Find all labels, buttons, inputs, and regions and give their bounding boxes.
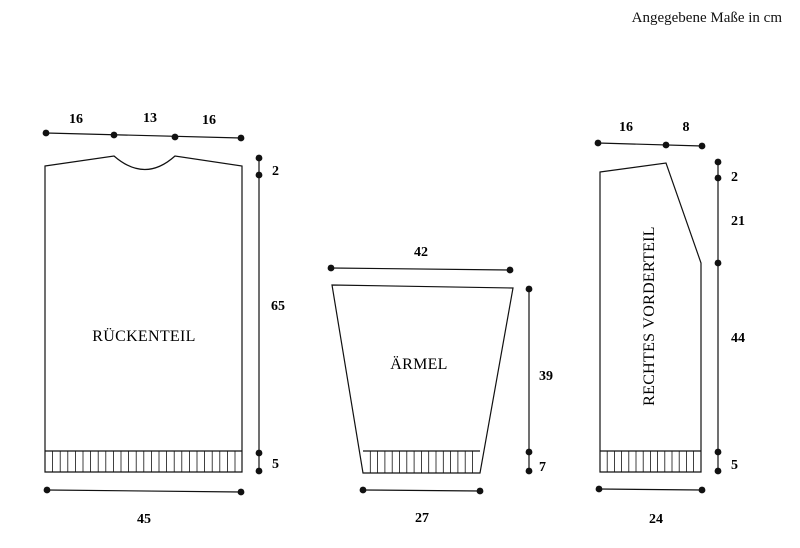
front-ribbing xyxy=(606,451,694,472)
front-top-dim-line xyxy=(597,142,703,147)
sleeve-top-width: 42 xyxy=(414,245,428,260)
front-piece-outline xyxy=(599,162,702,473)
back-ribbing xyxy=(52,451,236,472)
sleeve-label: ÄRMEL xyxy=(390,355,448,373)
front-width-dim-line xyxy=(598,488,703,491)
sleeve-rib-height: 7 xyxy=(539,460,546,475)
front-width: 24 xyxy=(649,512,663,527)
sleeve-outline xyxy=(331,284,514,474)
front-neck-height: 21 xyxy=(731,214,745,229)
sleeve-body-height: 39 xyxy=(539,369,553,384)
front-rib-height: 5 xyxy=(731,458,738,473)
back-body-height: 65 xyxy=(271,299,285,314)
front-top-seg-2: 8 xyxy=(683,120,690,135)
back-piece-label: RÜCKENTEIL xyxy=(92,327,195,345)
back-shoulder-height: 2 xyxy=(272,164,279,179)
front-shoulder-height: 2 xyxy=(731,170,738,185)
dimension-dots xyxy=(42,129,722,496)
back-width: 45 xyxy=(137,512,151,527)
back-top-dim-line xyxy=(45,132,242,139)
back-top-seg-1: 16 xyxy=(69,112,83,127)
back-rib-height: 5 xyxy=(272,457,279,472)
back-top-seg-2: 13 xyxy=(143,111,157,126)
back-width-dim-line xyxy=(46,489,242,493)
sleeve-bottom-dim-line xyxy=(362,489,481,492)
sleeve-bottom-width: 27 xyxy=(415,511,429,526)
units-note: Angegebene Maße in cm xyxy=(632,10,783,26)
front-top-seg-1: 16 xyxy=(619,120,633,135)
front-body-height: 44 xyxy=(731,331,745,346)
back-piece-outline xyxy=(44,155,243,473)
back-top-seg-3: 16 xyxy=(202,113,216,128)
sleeve-top-dim-line xyxy=(330,267,511,271)
front-piece-label: RECHTES VORDERTEIL xyxy=(641,226,658,406)
sleeve-ribbing xyxy=(369,451,473,473)
